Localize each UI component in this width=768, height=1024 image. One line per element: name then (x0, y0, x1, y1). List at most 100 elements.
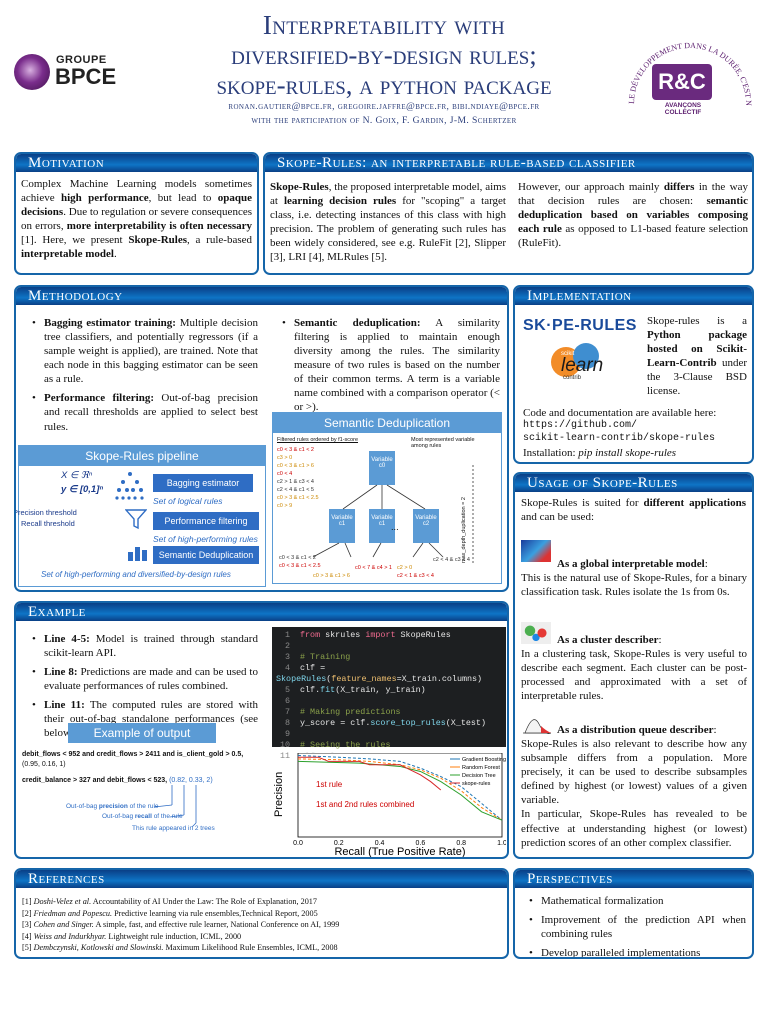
pipeline-x-label: X ∈ ℜⁿ (61, 470, 93, 481)
perspective-item: Improvement of the prediction API when c… (529, 913, 746, 941)
precision-threshold-label: Precision threshold (14, 508, 77, 517)
example-title: Example (16, 603, 507, 621)
sklearn-circle-blue (573, 343, 599, 369)
skope-rules-logo: SK·PE-RULES (523, 317, 637, 334)
usage-global: As a global interpretable model: This is… (521, 558, 747, 599)
reference-item: [2] Friedman and Popescu. Predictive lea… (22, 908, 318, 918)
precision-recall-chart: Precision Recall (True Positive Rate) 0.… (273, 753, 506, 857)
pr-legend-label: Random Forest (462, 765, 500, 771)
output-arrows (153, 785, 197, 828)
sklearn-contrib-logo: scikit learn contrib (551, 341, 635, 385)
rc-logo-mark: R&C (652, 64, 712, 100)
pr-xtick: 0.8 (456, 840, 466, 847)
reference-item: [5] Dembczynski, Kotlowski and Slowinski… (22, 943, 338, 952)
usage-section: Usage of Skope-Rules Skope-Rules is suit… (513, 472, 754, 859)
dedup-dots: ... (391, 523, 399, 532)
author-emails: ronan.gautier@bpce.fr, gregoire.jaffre@b… (228, 101, 540, 112)
dedup-tree-edges (312, 465, 474, 563)
methodology-title: Methodology (16, 287, 507, 305)
pr-annotation-2: 1st and 2nd rules combined (316, 800, 414, 809)
dedup-node-1: Variable c1 (329, 509, 355, 543)
global-model-icon (521, 540, 551, 562)
bars-icon (128, 547, 147, 561)
reference-item: [3] Cohen and Singer. A simple, fast, an… (22, 920, 340, 929)
dedup-leaf-2: c0 < 3 & c1 < 2.5 (279, 563, 321, 569)
dedup-most-rep-label: Most represented variable among rules (411, 437, 475, 449)
dedup-bullet: Semantic deduplication: A similarity fil… (282, 316, 500, 415)
dedup-root-node: Variable c0 (369, 451, 395, 485)
implementation-text: Skope-rules is a Python package hosted o… (647, 315, 747, 398)
dedup-title: Semantic Deduplication (273, 413, 501, 433)
dedup-leaf-3: c0 > 3 & c1 > 6 (313, 573, 350, 579)
skope-left-text: Skope-Rules, the proposed interpretable … (270, 181, 506, 264)
dedup-rule-item: c0 < 3 & c1 < 2 (277, 447, 314, 453)
dedup-max-depth: max_depth_duplication = 2 (461, 497, 467, 563)
bagging-estimator-box: Bagging estimator (153, 474, 253, 492)
output-panel: Example of output debit_flows < 952 and … (22, 723, 262, 851)
participation-line: with the participation of N. Goix, F. Ga… (251, 115, 517, 126)
perspective-item: Develop paralleled implementations (529, 946, 746, 957)
semantic-dedup-box: Semantic Deduplication (153, 546, 259, 564)
pr-xtick: 0.6 (416, 840, 426, 847)
dedup-rule-item: c3 > 0 (277, 455, 293, 461)
semantic-dedup-diagram: Semantic Deduplication Filtered rules or… (272, 412, 502, 584)
pr-curve (297, 755, 503, 821)
implementation-title: Implementation (515, 287, 752, 305)
dedup-rule-item: c2 > 1 & c3 < 4 (277, 479, 314, 485)
dedup-leaf-7: c2 < 4 & c3 < 4 (433, 557, 470, 563)
pipeline-y-label: y ∈ [0,1]ⁿ (61, 484, 104, 495)
perspective-item: Mathematical formalization (529, 894, 746, 908)
set-final-rules: Set of high-performing and diversified-b… (41, 570, 231, 579)
skope-right-text: However, our approach mainly differs in … (518, 181, 748, 250)
code-line: 6 (284, 696, 290, 706)
set-logical-rules: Set of logical rules (153, 496, 223, 506)
pr-legend-label: skope-rules (462, 781, 491, 787)
code-doc-label: Code and documentation are available her… (523, 407, 717, 419)
recall-threshold-label: Recall threshold (21, 519, 75, 528)
sklearn-logo-top: scikit (561, 351, 575, 357)
pr-xtick: 0.0 (293, 840, 303, 847)
implementation-code-info: Code and documentation are available her… (517, 403, 752, 462)
example-bullet-line8: Line 8: Predictions are made and can be … (32, 665, 258, 693)
github-url-2[interactable]: scikit-learn-contrib/skope-rules (523, 432, 716, 444)
usage-distribution: As a distribution queue describer: Skope… (521, 724, 747, 849)
dedup-rule-item: c2 < 4 & c1 < 5 (277, 487, 314, 493)
example-bullets: Line 4-5: Model is trained through stand… (18, 629, 264, 749)
references-list: [1] Doshi-Velez et al. Accountability of… (22, 896, 502, 954)
dedup-leaf-1: c0 < 3 & c1 < 2 (279, 555, 316, 561)
dedup-filtered-label: Filtered rules ordered by f1-score (277, 437, 359, 443)
code-line: 2 (284, 641, 290, 651)
bpce-logo-line2: BPCE (55, 64, 117, 89)
set-high-performing-rules: Set of high-performing rules (153, 534, 258, 544)
perspectives-section: Perspectives Mathematical formalizationI… (513, 868, 754, 959)
motivation-section: Motivation Complex Machine Learning mode… (14, 152, 259, 275)
output-rule-1b: (0.95, 0.16, 1) (22, 761, 66, 768)
skope-section: Skope-Rules: an interpretable rule-based… (263, 152, 754, 275)
usage-cluster: As a cluster describer: In a clustering … (521, 634, 747, 703)
code-line: 10# Seeing the rules (279, 740, 391, 750)
title-line-3: skope-rules, a python package (216, 70, 552, 100)
output-rule-1a: debit_flows < 952 and credit_flows > 241… (22, 751, 244, 758)
pr-chart-ylabel: Precision (273, 772, 285, 817)
cluster-icon (521, 622, 551, 644)
dedup-leaf-4: c0 < 7 & c4 > 1 (355, 565, 392, 571)
dedup-node-2: Variable c1 (369, 509, 395, 543)
pr-curve (297, 758, 503, 821)
pipeline-tree-icon (115, 472, 144, 500)
methodology-col-right: Semantic deduplication: A similarity fil… (268, 313, 506, 423)
pr-annotation-1: 1st rule (316, 780, 343, 789)
bagging-bullet: Bagging estimator training: Multiple dec… (32, 316, 258, 386)
motivation-title: Motivation (16, 154, 257, 172)
output-annotation-trees: This rule appeared in 2 trees (132, 825, 215, 832)
pr-legend-label: Decision Tree (462, 773, 496, 779)
pipeline-title: Skope-Rules pipeline (19, 446, 265, 466)
performance-filtering-box: Performance filtering (153, 512, 259, 530)
pr-curve (298, 756, 442, 791)
bpce-logo: GROUPE BPCE (14, 52, 134, 92)
github-url-1[interactable]: https://github.com/ (523, 420, 638, 432)
funnel-icon (125, 509, 147, 530)
perspectives-title: Perspectives (515, 870, 752, 888)
output-rule-2: credit_balance > 327 and debit_flows < 5… (22, 777, 213, 784)
